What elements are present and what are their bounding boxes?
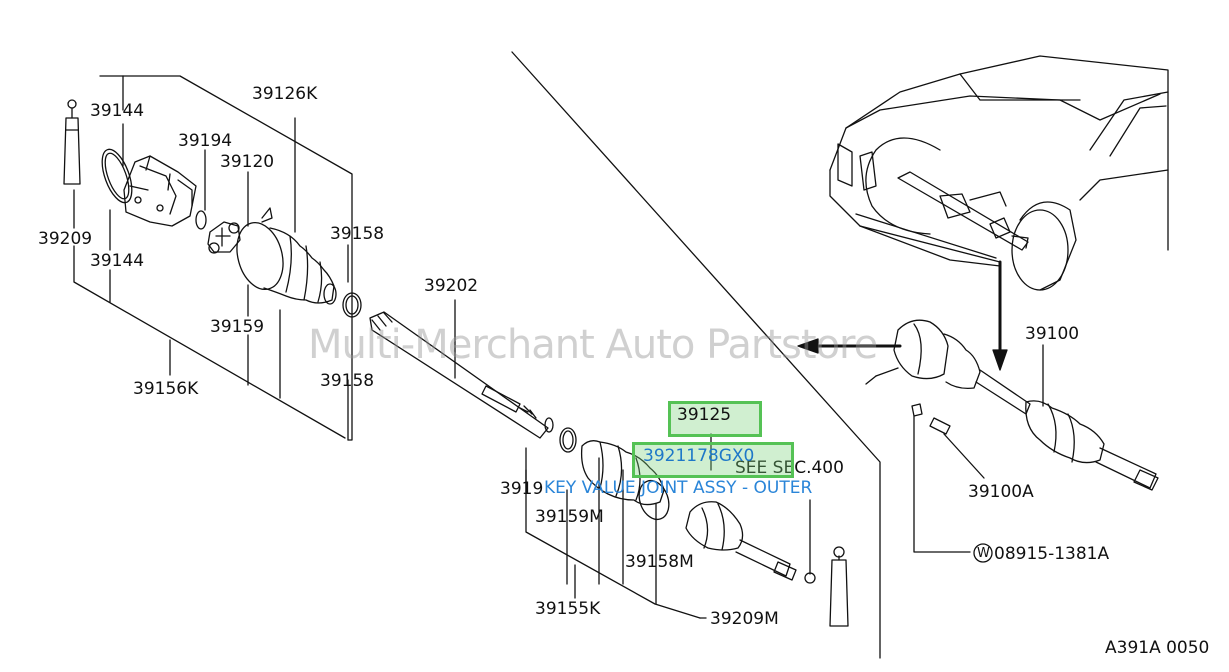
outer-band-39158M <box>638 479 670 521</box>
drive-shaft-assembly-39100 <box>865 319 1159 491</box>
inner-joint-housing <box>123 155 197 227</box>
label-39156K: 39156K <box>133 379 199 399</box>
outer-cv-joint <box>685 501 816 584</box>
label-w-symbol: W <box>977 546 990 561</box>
label-39159: 39159 <box>210 317 265 337</box>
label-39209: 39209 <box>38 229 93 249</box>
label-39144-bottom: 39144 <box>90 251 145 271</box>
location-arrows <box>797 260 1008 371</box>
figure-code: A391A 0050 <box>1105 638 1210 658</box>
label-39155K: 39155K <box>535 599 601 619</box>
label-39194: 39194 <box>178 131 233 151</box>
snap-ring-39194 <box>195 210 207 230</box>
label-39158-upper: 39158 <box>330 224 385 244</box>
outer-group-leaders <box>525 433 811 619</box>
label-39158-lower: 39158 <box>320 371 375 391</box>
left-group-leaders <box>73 75 353 441</box>
label-39100A: 39100A <box>968 482 1034 502</box>
label-see-sec-400: SEE SEC.400 <box>735 458 844 478</box>
ring-39144 <box>101 148 133 204</box>
vehicle-sketch <box>829 55 1169 291</box>
label-39209M: 39209M <box>710 609 779 629</box>
label-39158M: 39158M <box>625 552 694 572</box>
label-39100: 39100 <box>1025 324 1080 344</box>
boot-band-39209 <box>63 99 81 185</box>
boot-band-39209M <box>829 546 849 627</box>
label-39126K: 39126K <box>252 84 318 104</box>
label-39202: 39202 <box>424 276 479 296</box>
band-39158-upper <box>342 292 362 318</box>
highlight-part-39125-label: 39125 <box>677 405 732 425</box>
watermark: Multi-Merchant Auto Partstore <box>308 322 878 368</box>
part-description: KEY VALUE JOINT ASSY - OUTER <box>544 478 813 498</box>
highlight-part-39125[interactable]: 39125 <box>668 401 762 437</box>
highlight-part-3921178GX0-label: 3921178GX0 <box>643 446 755 466</box>
shaft-39202 <box>369 299 549 439</box>
boot-clip <box>261 207 273 223</box>
inner-boot <box>236 222 337 305</box>
label-08915-1381A: 08915-1381A <box>994 544 1110 564</box>
label-3919x: 3919 <box>500 479 544 499</box>
label-39159M: 39159M <box>535 507 604 527</box>
spider-39120 <box>207 221 241 254</box>
label-39144-top: 39144 <box>90 101 145 121</box>
label-39120: 39120 <box>220 152 275 172</box>
bolt-39100A <box>911 403 993 563</box>
section-divider-line <box>511 51 881 659</box>
outer-small-band <box>544 417 577 453</box>
outer-boot-39125 <box>580 440 665 506</box>
highlight-part-3921178GX0[interactable]: 3921178GX0 <box>632 442 794 478</box>
